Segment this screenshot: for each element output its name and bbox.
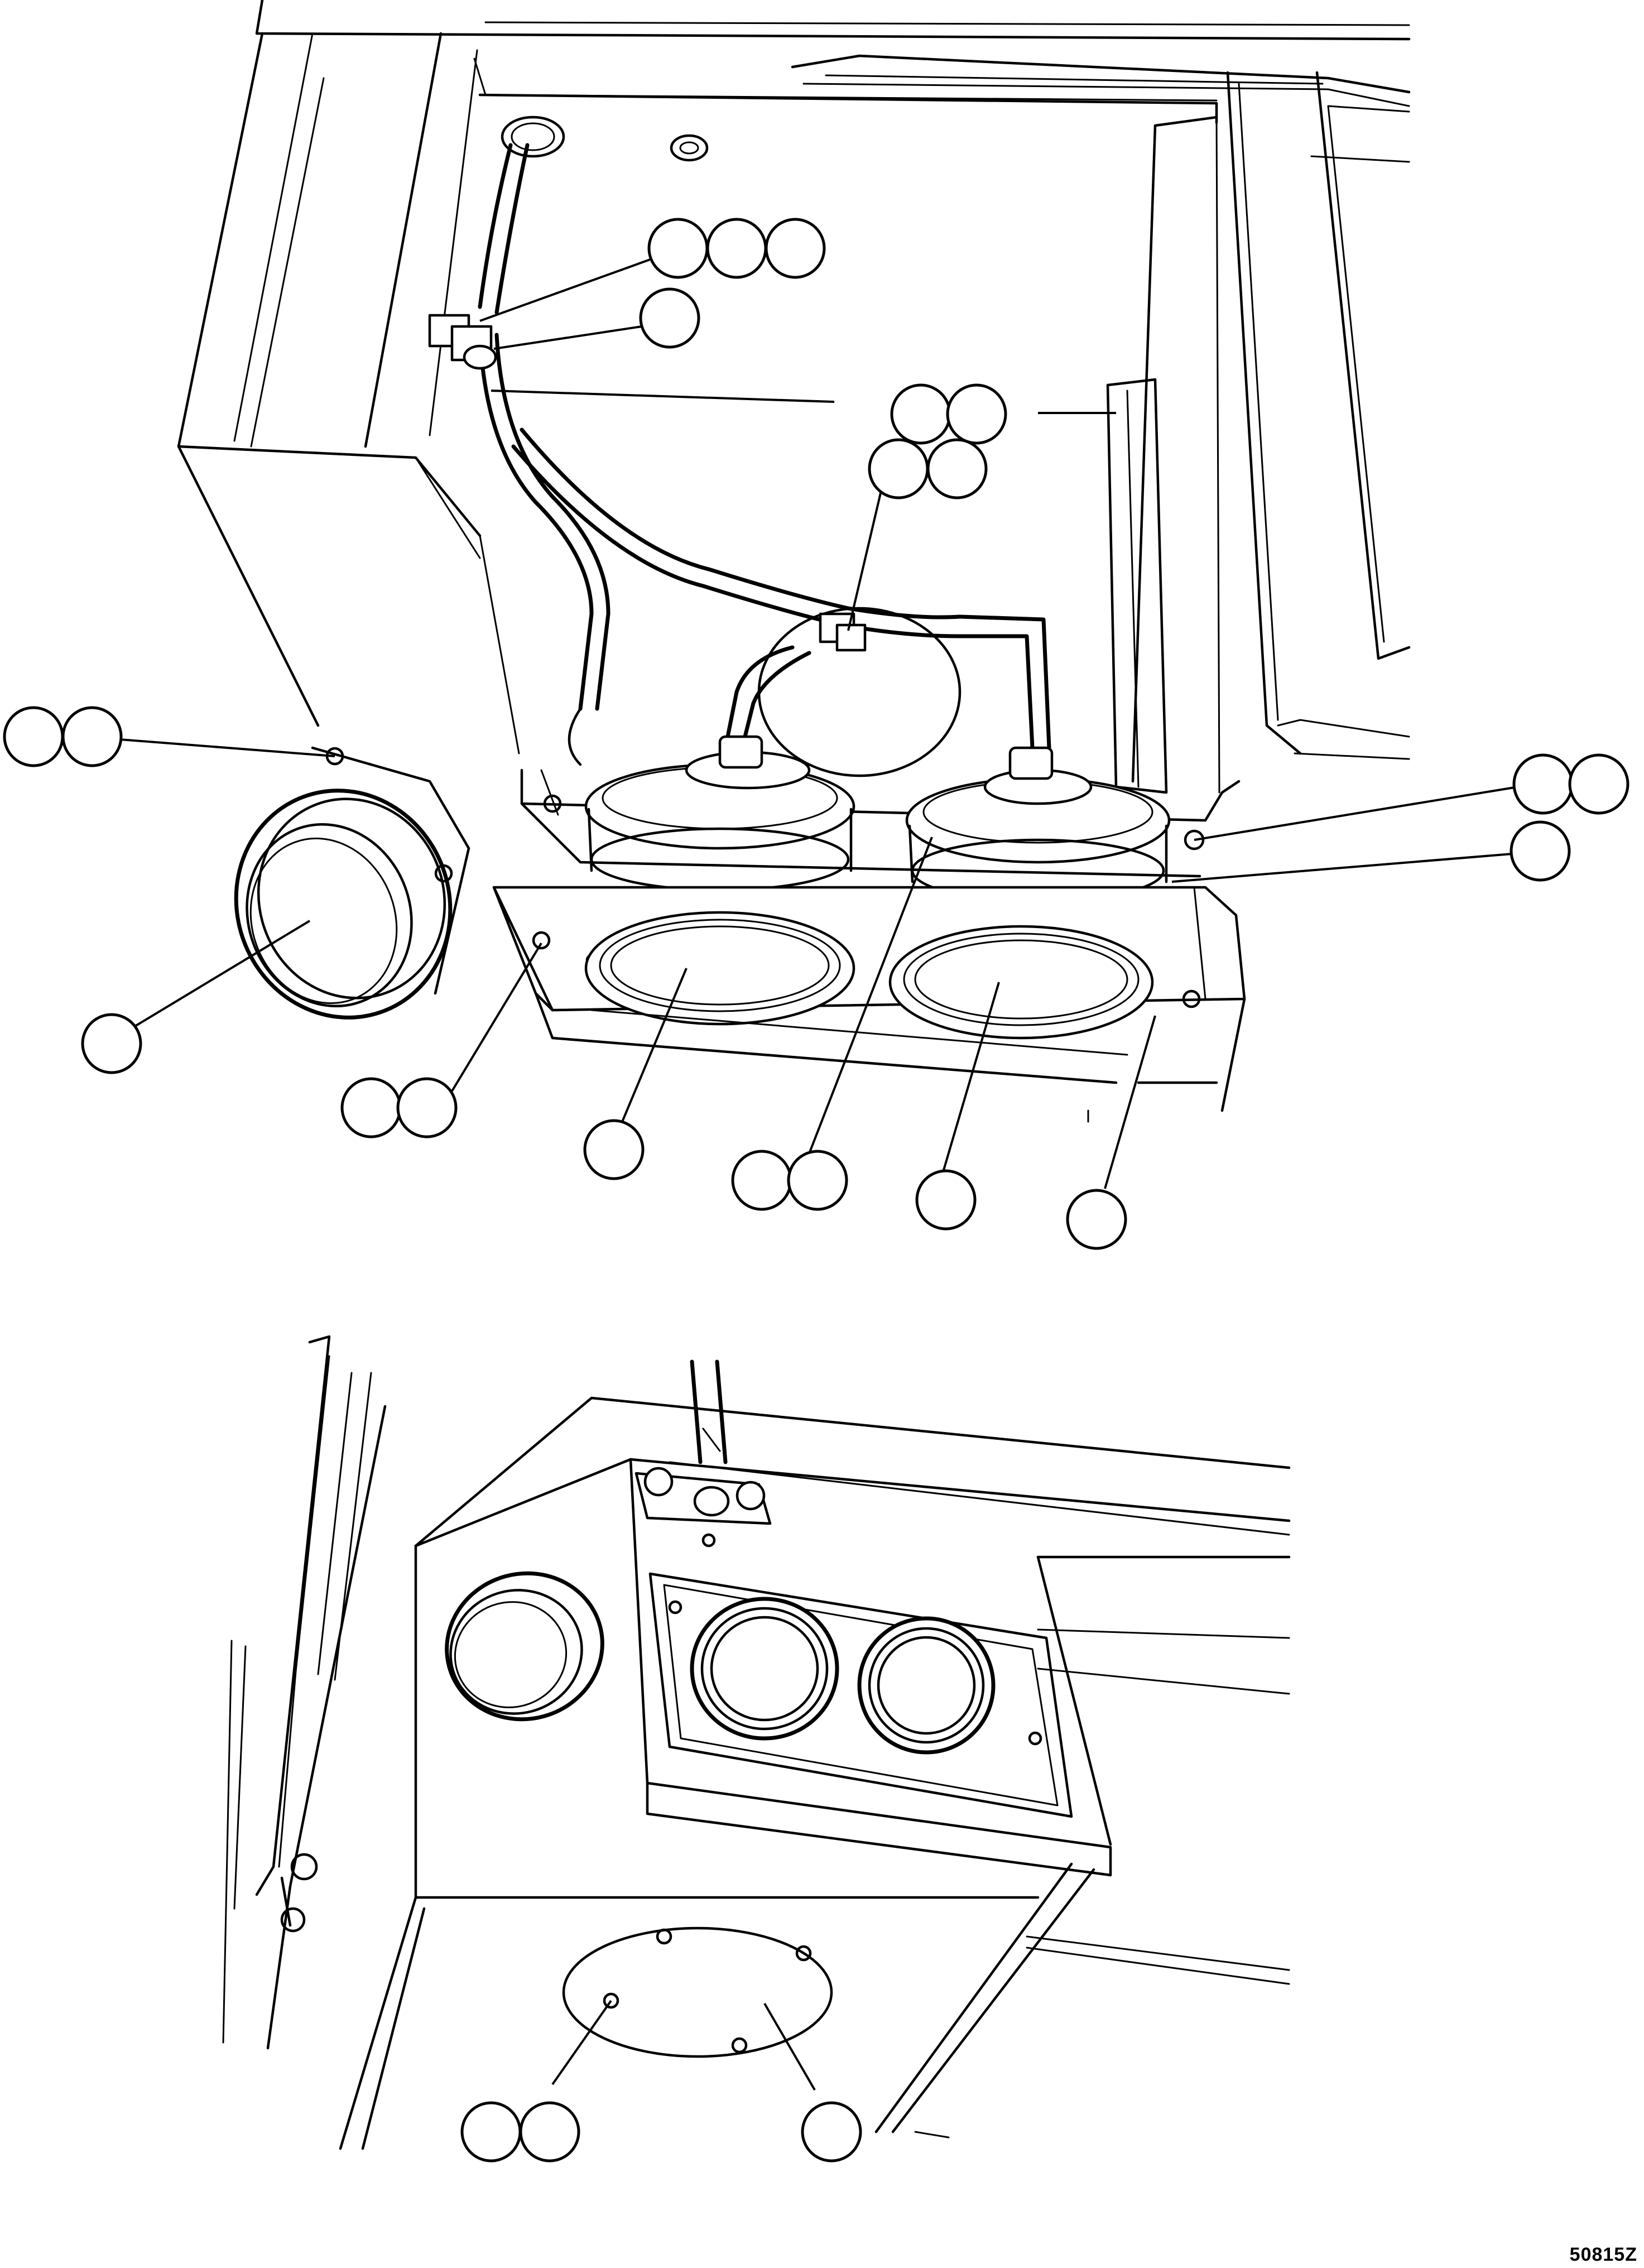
callout-cover-screws xyxy=(460,2101,580,2163)
lamp-mounting-bracket xyxy=(520,768,1241,878)
harness-connector xyxy=(428,314,867,652)
vehicle-side-frame xyxy=(222,1335,387,2050)
front-bezel-plate xyxy=(492,886,1246,1123)
callout-balloon xyxy=(926,438,988,499)
callout-balloon xyxy=(1512,753,1574,815)
bottom-view-housing-underside xyxy=(222,1335,1291,2150)
back-wall-grommets xyxy=(501,116,709,162)
callout-bracket xyxy=(1510,820,1571,882)
callout-right-lens xyxy=(915,1169,977,1231)
oval-access-cover xyxy=(562,1926,833,2058)
callout-balloon xyxy=(1568,753,1629,815)
callout-harness-clip-pair xyxy=(868,438,988,499)
drawing-number: 50815Z xyxy=(1569,2244,1637,2265)
leader-lines xyxy=(119,258,1518,2091)
callout-balloon xyxy=(81,1013,142,1074)
left-lamp-body xyxy=(584,735,855,892)
callout-connector-single xyxy=(639,287,700,349)
callout-balloon xyxy=(868,438,929,499)
callout-balloon xyxy=(787,1150,848,1211)
upper-frame-rails xyxy=(255,0,1411,163)
callout-balloon xyxy=(61,706,123,767)
housing-lens-panel xyxy=(648,1572,1073,1818)
callout-balloon xyxy=(915,1169,977,1231)
callout-lamp-screws xyxy=(731,1150,848,1211)
callout-balloon xyxy=(583,1119,645,1180)
callout-side-lamp-screws xyxy=(3,706,123,767)
wiring-harness xyxy=(478,143,1051,777)
side-marker-lamp xyxy=(234,746,470,1020)
callout-balloon xyxy=(340,1077,402,1138)
callout-balloon xyxy=(765,218,826,279)
callout-balloon xyxy=(890,383,951,445)
callout-connector-triple xyxy=(647,218,826,279)
callout-balloon xyxy=(647,218,709,279)
housing-back-wall xyxy=(478,71,1411,794)
cable-clamp xyxy=(634,1359,772,1548)
callout-balloon xyxy=(706,218,767,279)
underside-side-lamp xyxy=(445,1571,604,1722)
callout-left-lens xyxy=(583,1119,645,1180)
right-lamp-body xyxy=(905,746,1171,903)
callout-mount-screws xyxy=(1512,753,1629,815)
callout-balloon xyxy=(1510,820,1571,882)
callout-balloon xyxy=(1066,1189,1127,1250)
callout-balloon xyxy=(3,706,64,767)
callout-bezel-plate xyxy=(1066,1189,1127,1250)
callout-balloon xyxy=(396,1077,458,1138)
callout-harness-top-pair xyxy=(890,383,1007,445)
top-view-lamp-housing xyxy=(177,0,1411,1123)
callout-balloon xyxy=(639,287,700,349)
callout-lens-screws xyxy=(340,1077,458,1138)
callout-balloon xyxy=(946,383,1007,445)
callout-balloon xyxy=(731,1150,792,1211)
callout-balloon xyxy=(460,2101,522,2163)
left-side-panel xyxy=(177,32,482,727)
housing-outer-shell xyxy=(339,1396,1291,2150)
callout-balloon xyxy=(519,2101,580,2163)
callout-balloon xyxy=(801,2101,862,2163)
callout-side-lamp xyxy=(81,1013,142,1074)
callout-access-cover xyxy=(801,2101,862,2163)
